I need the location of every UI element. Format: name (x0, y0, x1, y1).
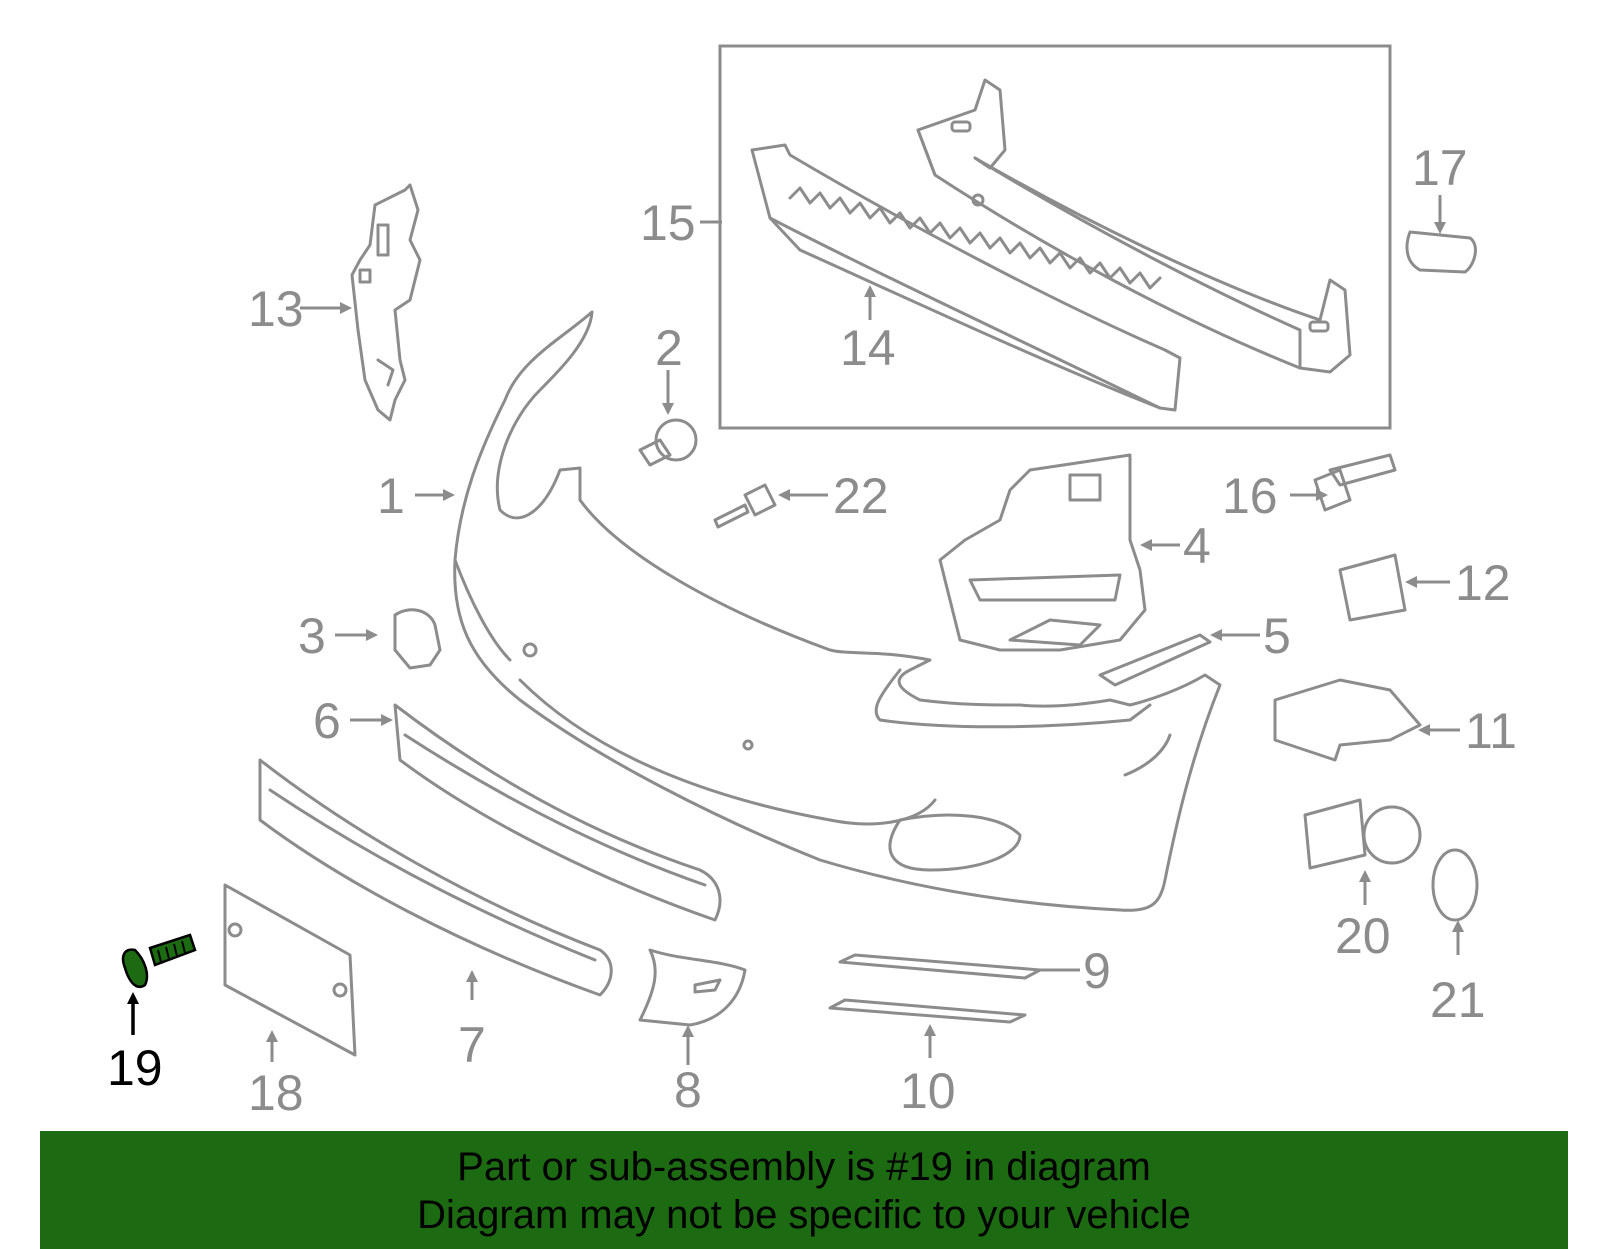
part-12-cover[interactable] (1338, 553, 1407, 622)
label-3: 3 (298, 608, 326, 664)
part-19-screw[interactable] (121, 933, 197, 989)
part-8-trim[interactable] (638, 948, 747, 1027)
part-15-reinforcement-bar[interactable] (916, 78, 1352, 374)
part-17-cap[interactable] (1405, 230, 1477, 274)
part-20-sensor[interactable] (1303, 798, 1422, 870)
label-8: 8 (674, 1062, 702, 1118)
part-6-grille[interactable] (393, 703, 722, 922)
label-16: 16 (1222, 468, 1278, 524)
label-5: 5 (1263, 608, 1291, 664)
label-12: 12 (1455, 555, 1511, 611)
part-21-ring[interactable] (1431, 848, 1479, 922)
label-4: 4 (1183, 518, 1211, 574)
part-1-bumper-cover[interactable] (453, 310, 1222, 912)
label-21: 21 (1430, 972, 1486, 1028)
label-19: 19 (107, 1040, 163, 1096)
label-9: 9 (1083, 943, 1111, 999)
label-13: 13 (248, 281, 304, 337)
label-7: 7 (458, 1017, 486, 1073)
banner-line-1: Part or sub-assembly is #19 in diagram (457, 1145, 1151, 1189)
part-11-bracket[interactable] (1273, 678, 1422, 762)
part-16-bolt[interactable] (1313, 453, 1397, 512)
part-5-strip[interactable] (1098, 633, 1212, 687)
info-banner: Part or sub-assembly is #19 in diagram D… (40, 1131, 1568, 1249)
part-18-plate-bracket[interactable] (223, 883, 357, 1057)
part-4-bracket-assembly[interactable] (938, 453, 1147, 652)
part-10-strip[interactable] (828, 998, 1027, 1024)
label-14: 14 (840, 320, 896, 376)
part-7-lower-grille[interactable] (258, 758, 613, 997)
callout-labels: 1 2 3 4 5 6 7 8 9 10 11 12 13 14 15 16 1… (107, 140, 1517, 1121)
part-22-bolt[interactable] (713, 483, 777, 529)
label-22: 22 (833, 468, 889, 524)
part-3-cap[interactable] (393, 608, 442, 670)
part-14-energy-absorber[interactable] (750, 143, 1182, 412)
label-18: 18 (248, 1065, 304, 1121)
part-9-strip[interactable] (838, 953, 1042, 980)
label-10: 10 (900, 1063, 956, 1119)
label-6: 6 (313, 693, 341, 749)
part-13-bracket[interactable] (350, 183, 422, 422)
label-15: 15 (640, 195, 696, 251)
banner-line-2: Diagram may not be specific to your vehi… (417, 1193, 1191, 1237)
label-20: 20 (1335, 908, 1391, 964)
label-17: 17 (1412, 140, 1468, 196)
part-2-push-clip[interactable] (638, 418, 698, 467)
reinforcement-group-box (718, 44, 1392, 430)
callouts (127, 195, 1464, 1065)
label-2: 2 (655, 320, 683, 376)
label-11: 11 (1465, 703, 1517, 759)
label-1: 1 (377, 468, 405, 524)
